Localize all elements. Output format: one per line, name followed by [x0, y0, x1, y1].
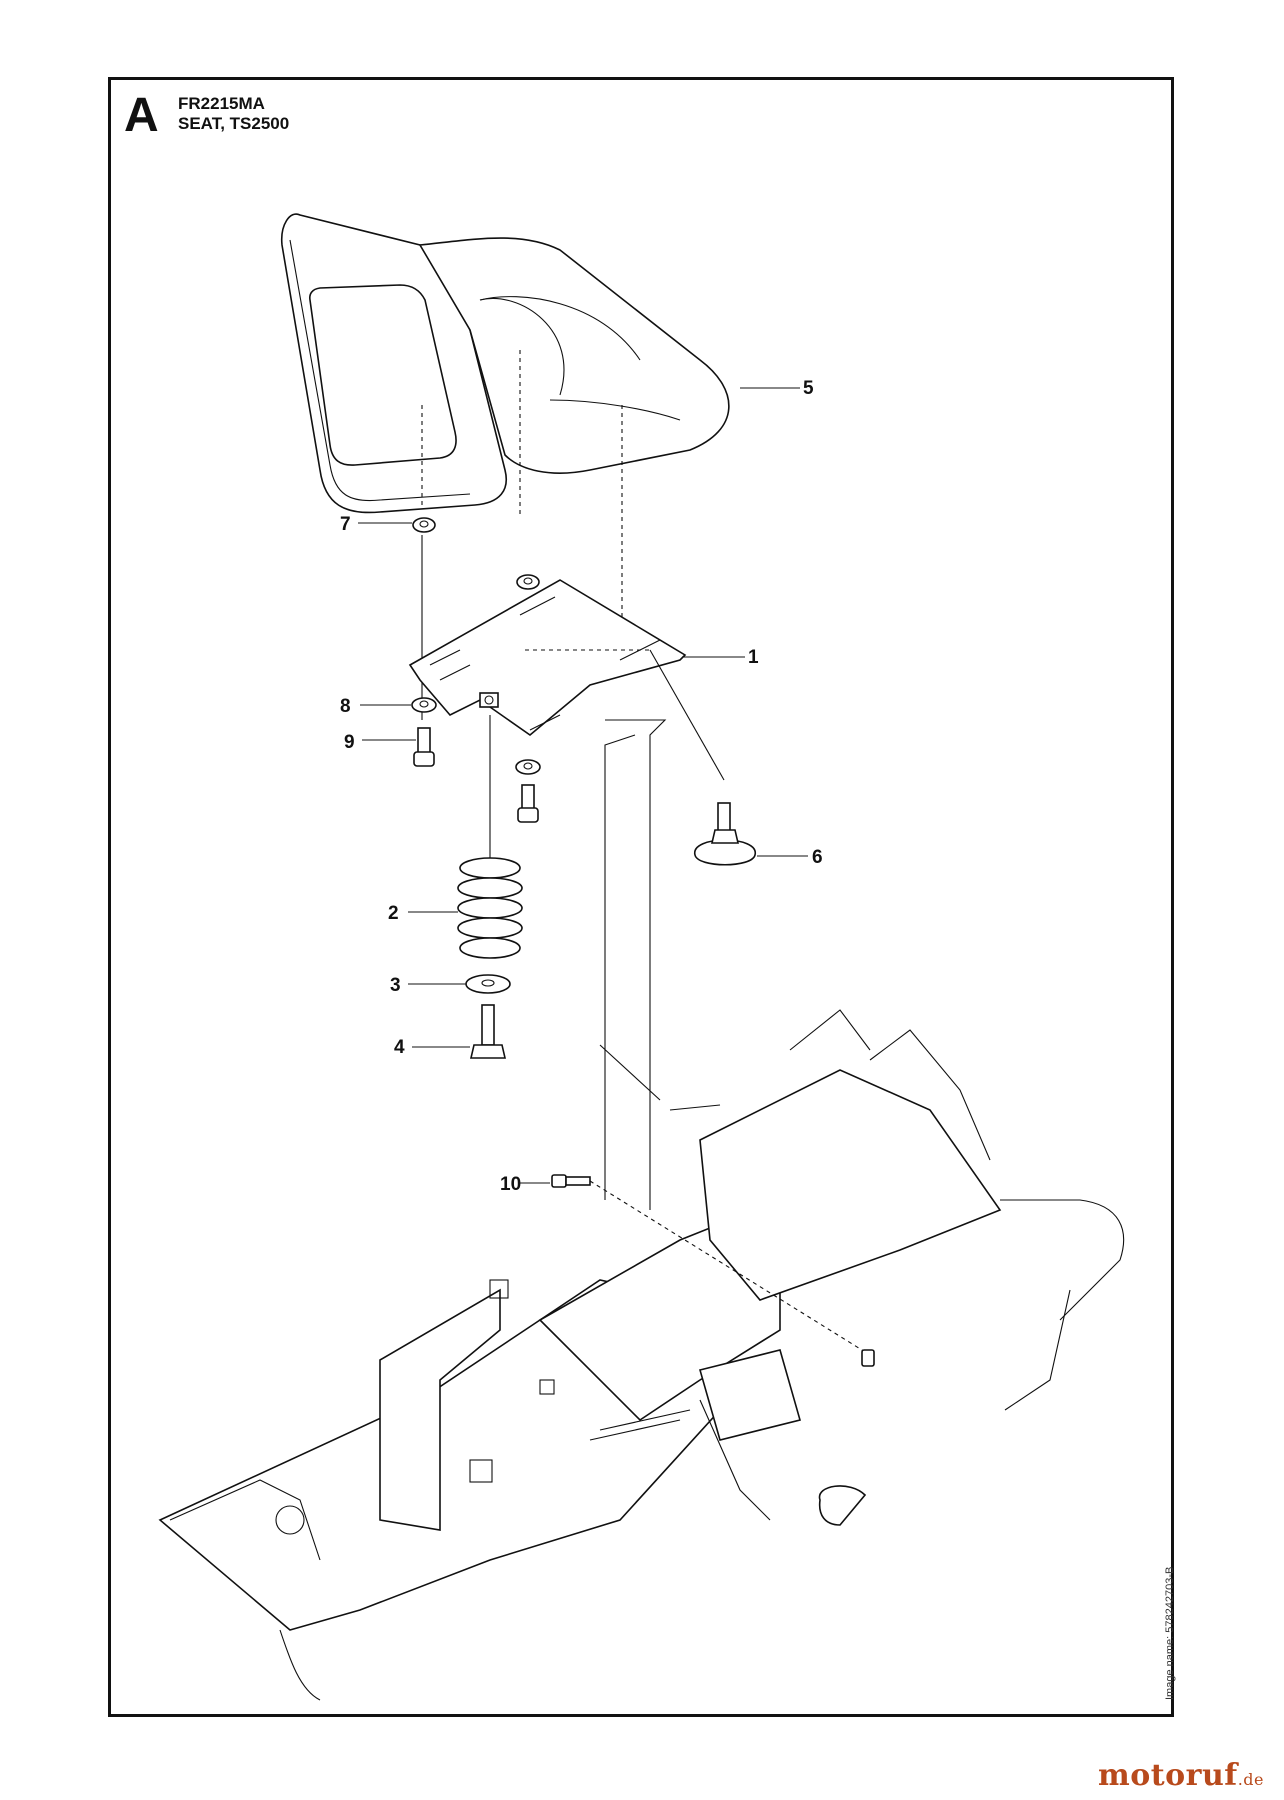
screw-icon: [413, 727, 435, 767]
section-letter: A: [124, 89, 159, 142]
washer-icon: [411, 697, 437, 713]
washer-icon: [465, 974, 511, 994]
screw-icon: [551, 1174, 591, 1188]
brand-tld: .de: [1237, 1770, 1264, 1789]
callout-9: 9: [344, 732, 355, 753]
callout-10: 10: [500, 1174, 521, 1195]
model-code: FR2215MA: [178, 94, 265, 113]
diagram-frame: [108, 77, 1174, 1717]
seat-icon: [280, 213, 730, 514]
callout-1: 1: [748, 647, 759, 668]
spring-icon: [457, 857, 523, 959]
callout-5: 5: [803, 378, 814, 399]
bolt-icon: [469, 1004, 507, 1059]
section-title: SEAT, TS2500: [178, 114, 290, 133]
nut-icon: [412, 517, 436, 533]
brand-name: motoruf: [1098, 1758, 1238, 1793]
image-name-label: Image name: 578242703-B: [1164, 1566, 1176, 1700]
knob-icon: [694, 802, 756, 866]
callout-4: 4: [394, 1037, 405, 1058]
callout-2: 2: [388, 903, 399, 924]
callout-3: 3: [390, 975, 401, 996]
brand-logo[interactable]: motoruf.de: [1098, 1758, 1264, 1793]
callout-7: 7: [340, 514, 351, 535]
callout-8: 8: [340, 696, 351, 717]
seat-bracket-icon: [408, 579, 687, 737]
callout-6: 6: [812, 847, 823, 868]
tractor-frame-icon: [158, 1009, 1125, 1701]
